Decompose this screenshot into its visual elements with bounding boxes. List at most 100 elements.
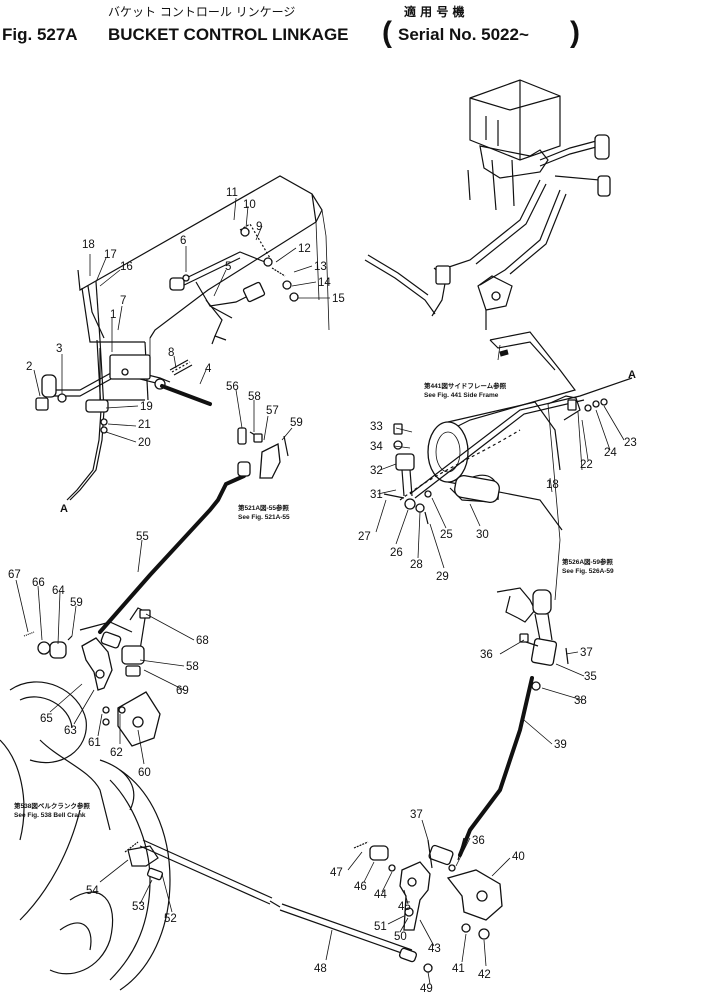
callout-15: 15 bbox=[332, 293, 345, 305]
callout-11: 11 bbox=[226, 187, 238, 199]
callout-66: 66 bbox=[32, 577, 45, 589]
callout-58b: 58 bbox=[186, 661, 199, 673]
reference-notes: 第441図サイドフレーム参照 See Fig. 441 Side Frame 第… bbox=[14, 381, 614, 819]
callout-20: 20 bbox=[138, 437, 151, 449]
callout-37: 37 bbox=[580, 647, 593, 659]
callout-17: 17 bbox=[104, 249, 117, 261]
callout-55: 55 bbox=[136, 531, 149, 543]
console-outline bbox=[77, 175, 330, 401]
callout-29: 29 bbox=[436, 571, 449, 583]
paren-close: ) bbox=[570, 16, 580, 49]
callout-43: 43 bbox=[428, 943, 441, 955]
callout-27: 27 bbox=[358, 531, 371, 543]
upper-lever-assembly bbox=[35, 223, 299, 501]
bracket-assembly-31-34 bbox=[383, 423, 432, 525]
callout-6: 6 bbox=[180, 235, 186, 247]
connector-a-right: A bbox=[628, 369, 636, 381]
header: バケット コントロール リンケージ Fig. 527A BUCKET CONTR… bbox=[2, 4, 580, 49]
ref-fig526: See Fig. 526A-59 bbox=[562, 568, 614, 575]
callout-34: 34 bbox=[370, 441, 383, 453]
callout-23: 23 bbox=[624, 437, 637, 449]
callout-39: 39 bbox=[554, 739, 567, 751]
callout-19: 19 bbox=[140, 401, 153, 413]
callout-4: 4 bbox=[205, 363, 212, 375]
callout-62: 62 bbox=[110, 747, 123, 759]
callout-54: 54 bbox=[86, 885, 99, 897]
callout-65: 65 bbox=[40, 713, 53, 725]
ref-fig526-jp: 第526A図-59参照 bbox=[562, 557, 613, 566]
callout-40: 40 bbox=[512, 851, 525, 863]
callout-22: 22 bbox=[580, 459, 593, 471]
callout-33: 33 bbox=[370, 421, 383, 433]
callout-51: 51 bbox=[374, 921, 387, 933]
callout-1: 1 bbox=[110, 309, 116, 321]
callout-31: 31 bbox=[370, 489, 383, 501]
callout-21: 21 bbox=[138, 419, 151, 431]
callout-26: 26 bbox=[390, 547, 403, 559]
page-title: BUCKET CONTROL LINKAGE bbox=[108, 25, 349, 44]
callout-45: 45 bbox=[398, 901, 411, 913]
callout-14: 14 bbox=[318, 277, 331, 289]
callout-50: 50 bbox=[394, 931, 407, 943]
figure-number: Fig. 527A bbox=[2, 25, 78, 44]
callout-35: 35 bbox=[584, 671, 597, 683]
callout-18b: 18 bbox=[546, 479, 559, 491]
callout-69: 69 bbox=[176, 685, 189, 697]
callout-37b: 37 bbox=[410, 809, 423, 821]
callout-9: 9 bbox=[256, 221, 262, 233]
callout-67: 67 bbox=[8, 569, 21, 581]
ref-side-frame: See Fig. 441 Side Frame bbox=[424, 392, 499, 399]
callout-24: 24 bbox=[604, 447, 617, 459]
callout-57: 57 bbox=[266, 405, 279, 417]
callout-68: 68 bbox=[196, 635, 209, 647]
leader-lines bbox=[15, 197, 625, 985]
lower-bracket-35-39 bbox=[457, 587, 569, 861]
header-jp-title: バケット コントロール リンケージ bbox=[108, 5, 295, 19]
header-jp-serial: 適 用 号 機 bbox=[404, 4, 465, 19]
callout-36: 36 bbox=[480, 649, 493, 661]
rods bbox=[98, 474, 433, 973]
callout-30: 30 bbox=[476, 529, 489, 541]
callout-59b: 59 bbox=[70, 597, 83, 609]
callout-2: 2 bbox=[26, 361, 32, 373]
callout-10: 10 bbox=[243, 199, 256, 211]
ref-bell-crank-jp: 第538図ベルクランク参照 bbox=[14, 801, 90, 810]
middle-linkage-56-69 bbox=[23, 427, 289, 747]
callout-58: 58 bbox=[248, 391, 261, 403]
callout-32: 32 bbox=[370, 465, 383, 477]
ref-fig521: See Fig. 521A-55 bbox=[238, 514, 290, 521]
callout-49: 49 bbox=[420, 983, 433, 993]
callout-5: 5 bbox=[225, 261, 231, 273]
callout-44: 44 bbox=[374, 889, 387, 901]
callout-60: 60 bbox=[138, 767, 151, 779]
callout-12: 12 bbox=[298, 243, 311, 255]
connector-a-left: A bbox=[60, 503, 68, 515]
side-frame bbox=[399, 331, 633, 601]
callout-16: 16 bbox=[120, 261, 133, 273]
callout-56: 56 bbox=[226, 381, 239, 393]
callout-53: 53 bbox=[132, 901, 145, 913]
callout-3: 3 bbox=[56, 343, 62, 355]
callout-48: 48 bbox=[314, 963, 327, 975]
callout-42: 42 bbox=[478, 969, 491, 981]
callout-47: 47 bbox=[330, 867, 343, 879]
callout-28: 28 bbox=[410, 559, 423, 571]
callout-61: 61 bbox=[88, 737, 101, 749]
callout-numbers: 11 10 9 12 13 14 15 6 5 18 17 16 7 1 8 4… bbox=[8, 187, 637, 993]
callout-59: 59 bbox=[290, 417, 303, 429]
lower-crank-40-51 bbox=[353, 839, 503, 940]
serial-range: Serial No. 5022~ bbox=[398, 25, 529, 44]
callout-36b: 36 bbox=[472, 835, 485, 847]
callout-13: 13 bbox=[314, 261, 327, 273]
callout-46: 46 bbox=[354, 881, 367, 893]
callout-64: 64 bbox=[52, 585, 65, 597]
callout-8: 8 bbox=[168, 347, 174, 359]
ref-side-frame-jp: 第441図サイドフレーム参照 bbox=[424, 381, 507, 390]
callout-7: 7 bbox=[120, 295, 126, 307]
bell-crank-housing bbox=[0, 681, 171, 991]
callout-18: 18 bbox=[82, 239, 95, 251]
callout-52: 52 bbox=[164, 913, 177, 925]
callout-38: 38 bbox=[574, 695, 587, 707]
callout-25: 25 bbox=[440, 529, 453, 541]
